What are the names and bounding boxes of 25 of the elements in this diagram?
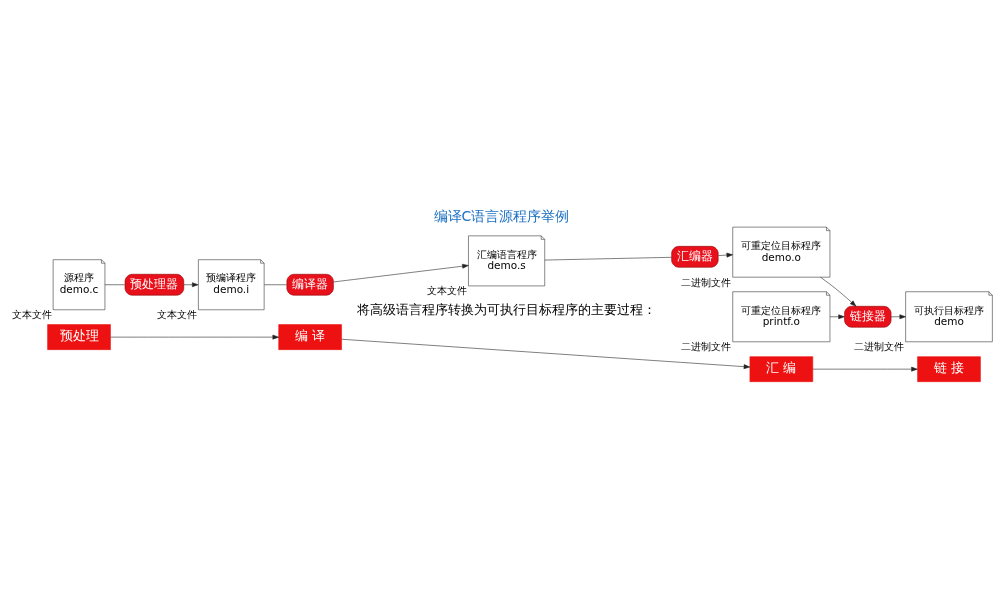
node-box: 链接器	[844, 306, 892, 328]
node-label: 二进制文件	[681, 275, 732, 288]
node-box: 预处理器	[124, 273, 185, 296]
arrow	[812, 366, 918, 372]
node-label: 文本文件	[427, 284, 468, 297]
node-box: 汇 编	[749, 356, 814, 382]
arrow	[829, 314, 845, 320]
node-box: 编译器	[286, 273, 334, 296]
arrow	[820, 276, 857, 307]
node-box: 编 译	[278, 324, 342, 350]
node-box: 汇编器	[671, 246, 719, 268]
node-label: 文本文件	[11, 308, 52, 321]
node-box: 预处理	[47, 324, 111, 350]
arrow	[718, 252, 733, 258]
arrow	[333, 263, 469, 283]
diagram-title: 编译C语言源程序举例	[433, 207, 570, 224]
arrow	[341, 338, 751, 369]
node-box: 链 接	[917, 356, 981, 382]
node-label: 文本文件	[157, 308, 198, 321]
label: 将高级语言程序转换为可执行目标程序的主要过程：	[357, 302, 657, 318]
arrow	[183, 282, 199, 288]
arrow	[890, 314, 906, 320]
arrow	[110, 334, 279, 340]
node-label: 二进制文件	[854, 340, 905, 353]
node-label: 二进制文件	[681, 340, 732, 353]
